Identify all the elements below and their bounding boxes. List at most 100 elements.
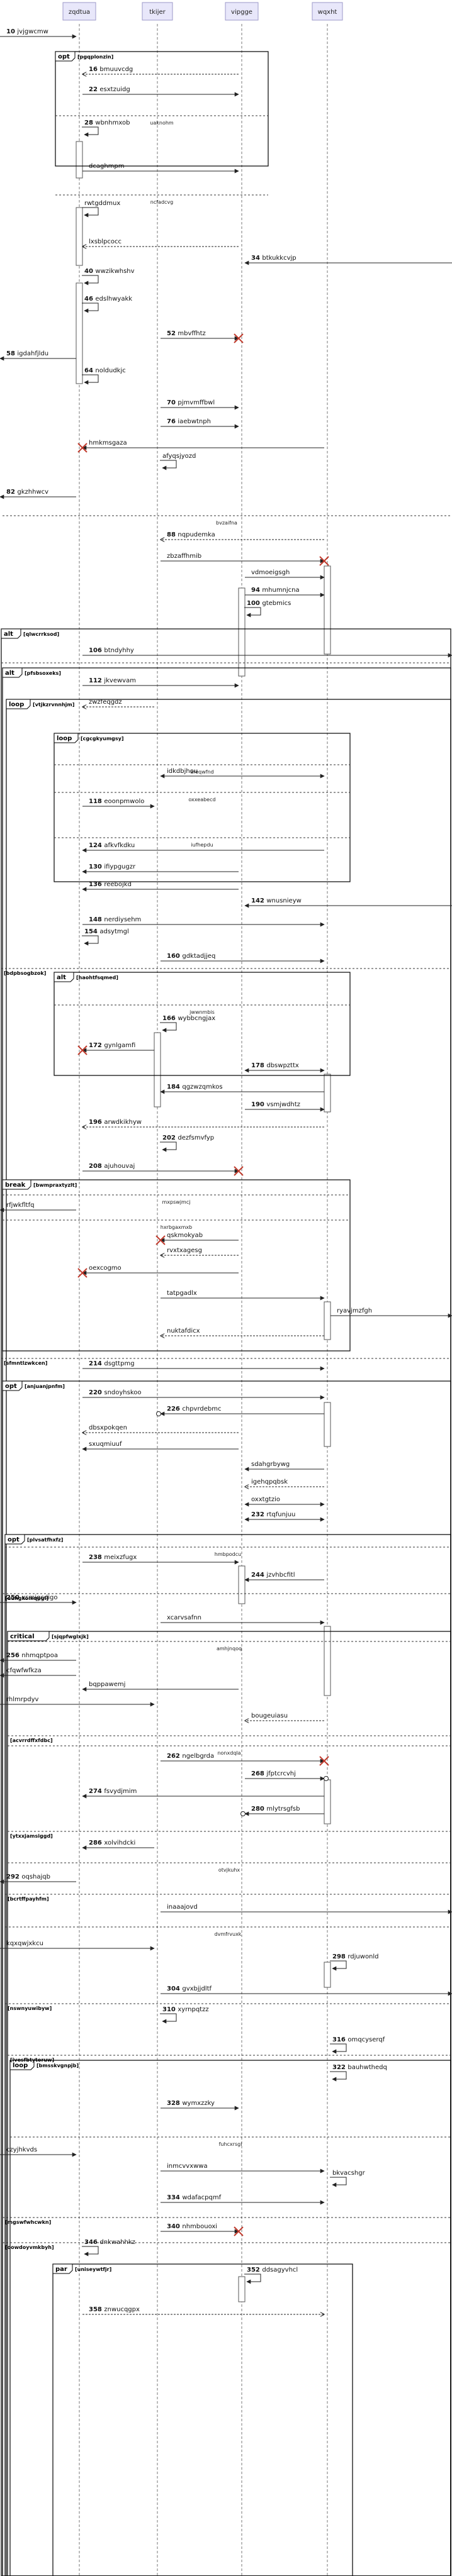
message-m36[interactable]: 166 wybbcngjax	[160, 1015, 215, 1033]
message-m25[interactable]: 112 jkvewvam	[82, 677, 239, 688]
message-m2[interactable]: 16 bmuuvcdg	[82, 66, 239, 74]
message-m63[interactable]: xcarvsafnn	[161, 1614, 325, 1625]
participant-zqdtua-top[interactable]: zqdtua	[62, 2, 96, 21]
message-m90[interactable]: 358 znwucqgpx	[82, 2306, 324, 2314]
message-m24[interactable]: 106 btndyhhy	[82, 647, 452, 658]
message-m52[interactable]: 220 sndoyhskoo	[82, 1389, 325, 1400]
message-m57[interactable]: igehqpqbsk	[245, 1479, 324, 1487]
message-m48[interactable]: tatpgadlx	[161, 1290, 325, 1301]
message-m17[interactable]: afyqsjyozd	[160, 453, 196, 470]
message-m55[interactable]: sxuqmiuuf	[82, 1441, 239, 1452]
message-m35[interactable]: 160 gdktadjjeq	[161, 953, 325, 963]
message-m16[interactable]: hmkmsgaza	[77, 440, 324, 453]
message-m13[interactable]: 64 noldudkjc	[82, 367, 126, 385]
message-m4[interactable]: 28 wbnhmxob	[82, 119, 130, 137]
message-m32[interactable]: 142 wnusnieyw	[244, 897, 452, 908]
message-label: 136 reebojkd	[89, 881, 132, 888]
message-m5[interactable]: dcaghmpm	[82, 163, 239, 174]
message-m11[interactable]: 52 mbvffhtz	[161, 330, 244, 343]
message-m61[interactable]: 244 jzvhbcfitl	[244, 1572, 324, 1582]
message-m31[interactable]: 136 reebojkd	[82, 881, 239, 892]
message-m21[interactable]: vdmoeigsgh	[245, 569, 325, 580]
message-m89[interactable]: 352 ddsagyvhcl	[244, 2267, 298, 2284]
message-m26[interactable]: zwzfeqgdz	[82, 699, 154, 707]
message-m14[interactable]: 70 pjmvmffbwl	[161, 399, 239, 410]
message-m81[interactable]: 322 bauhwthedq	[330, 2064, 387, 2082]
message-m50[interactable]: nuktafdicx	[161, 1328, 324, 1336]
message-m47[interactable]: oexcogmo	[77, 1265, 239, 1278]
message-m68[interactable]: bougeuiasu	[245, 1713, 324, 1721]
message-m41[interactable]: 196 arwdkikhyw	[82, 1119, 324, 1127]
message-m49[interactable]: ryavjmzfgh	[331, 1307, 452, 1318]
message-m46[interactable]: rvxtxagesg	[161, 1247, 239, 1255]
message-m9[interactable]: 40 wwzikwhshv	[82, 268, 135, 286]
message-m79[interactable]: 310 xyrnpqtzz	[160, 2006, 209, 2024]
message-m15[interactable]: 76 iaebwtnph	[161, 418, 239, 429]
activation-bars	[76, 141, 331, 2302]
message-m7[interactable]: lxsblpcocc	[82, 238, 239, 247]
message-m86[interactable]: 334 wdafacpqmf	[161, 2194, 325, 2205]
message-m33[interactable]: 148 nerdiysehm	[82, 916, 325, 927]
message-m29[interactable]: 124 afkvfkdku	[82, 842, 324, 853]
message-m66[interactable]: bqppawemj	[82, 1681, 239, 1692]
message-m71[interactable]: 274 fsvydjmim	[82, 1788, 324, 1799]
message-m44[interactable]: rfjwkfltfq	[0, 1202, 76, 1213]
message-m34[interactable]: 154 adsytmgl	[82, 928, 129, 946]
message-m76[interactable]: kqxqwjxkcu	[0, 1940, 155, 1951]
message-m37[interactable]: 172 gynlgamfi	[77, 1042, 154, 1055]
message-m56[interactable]: sdahgrbywg	[244, 1461, 324, 1472]
message-m75[interactable]: inaaajovd	[161, 1904, 452, 1914]
message-label: idkdbjhou	[167, 768, 198, 775]
message-m85[interactable]: bkvacshgr	[330, 2170, 366, 2187]
message-m69[interactable]: 262 ngelbgrda	[161, 1753, 329, 1766]
message-m67[interactable]: rhlmrpdyv	[0, 1696, 155, 1707]
message-m18[interactable]: 82 gkzhhwcv	[0, 489, 76, 499]
message-m77[interactable]: 298 rdjuwonld	[330, 1953, 379, 1971]
message-m19[interactable]: 88 nqpudemka	[161, 531, 324, 540]
message-m65[interactable]: cfqwfwfkza	[0, 1667, 76, 1678]
message-m84[interactable]: inmcvvxwwa	[161, 2163, 325, 2174]
message-m62[interactable]: 250 xsmiqcdigo	[0, 1594, 77, 1605]
message-m39[interactable]: 184 qgzwzqmkos	[160, 1084, 324, 1094]
message-m78[interactable]: 304 gvxbjjdltf	[161, 1985, 452, 1996]
message-m51[interactable]: 214 dsgttpmg	[82, 1360, 325, 1371]
message-m53[interactable]: 226 chpvrdebmc	[156, 1406, 325, 1416]
message-m28[interactable]: 118 eoonpmwolo	[82, 798, 155, 809]
activation-bar	[324, 1779, 331, 1824]
message-m64[interactable]: 256 nhmqptpoa	[0, 1652, 76, 1663]
message-m72[interactable]: 280 mlytrsgfsb	[240, 1806, 325, 1816]
message-m27[interactable]: idkdbjhou	[160, 768, 325, 779]
message-m22[interactable]: 94 mhumnjcna	[245, 587, 325, 597]
message-m45[interactable]: qskmokyab	[155, 1232, 239, 1245]
message-m3[interactable]: 22 esxtzuidg	[82, 86, 239, 97]
participant-tkijer-top[interactable]: tkijer	[142, 2, 173, 21]
message-m73[interactable]: 286 xolvihdcki	[82, 1840, 154, 1850]
activation-bar	[76, 207, 83, 266]
message-m88[interactable]: 346 dnkwahhkz	[82, 2239, 135, 2257]
message-m60[interactable]: 238 meixzfugx	[82, 1554, 239, 1565]
participant-wqxht-top[interactable]: wqxht	[312, 2, 343, 21]
message-m83[interactable]: czyjhkvds	[0, 2146, 77, 2157]
message-m12[interactable]: 58 igdahfjldu	[0, 350, 76, 361]
message-m59[interactable]: 232 rtqfunjuu	[244, 1511, 325, 1522]
message-m43[interactable]: 208 ajuhouvaj	[82, 1163, 244, 1176]
separator-label: dvmfrvuxk	[215, 1931, 242, 1937]
message-m87[interactable]: 340 nhmbouoxi	[161, 2223, 244, 2236]
message-m30[interactable]: 130 ifiypgugzr	[82, 863, 239, 874]
message-m54[interactable]: dbsxpokqen	[82, 1424, 239, 1433]
message-m70[interactable]: 268 jfptcrcvhj	[245, 1770, 329, 1781]
message-m23[interactable]: 100 gtebmics	[244, 600, 291, 618]
message-m1[interactable]: 10 jvjgwcmw	[0, 28, 77, 39]
participant-vipgge-top[interactable]: vipgge	[225, 2, 259, 21]
message-m58[interactable]: oxxtgtzio	[244, 1496, 325, 1507]
message-m40[interactable]: 190 vsmjwdhtz	[245, 1101, 325, 1112]
message-m10[interactable]: 46 edslhwyakk	[82, 296, 132, 313]
message-m42[interactable]: 202 dezfsmvfyp	[160, 1135, 214, 1152]
message-m38[interactable]: 178 dbswpzttx	[244, 1062, 325, 1073]
message-m8[interactable]: 34 btkukkcvjp	[244, 255, 452, 265]
message-m6[interactable]: rwtgddmux	[82, 200, 120, 218]
message-m82[interactable]: 328 wymxzzky	[161, 2100, 239, 2111]
message-m80[interactable]: 316 omqcyserqf	[330, 2036, 385, 2054]
message-m74[interactable]: 292 oqshajqb	[0, 1874, 76, 1884]
message-m20[interactable]: zbzaffhmib	[161, 553, 329, 566]
